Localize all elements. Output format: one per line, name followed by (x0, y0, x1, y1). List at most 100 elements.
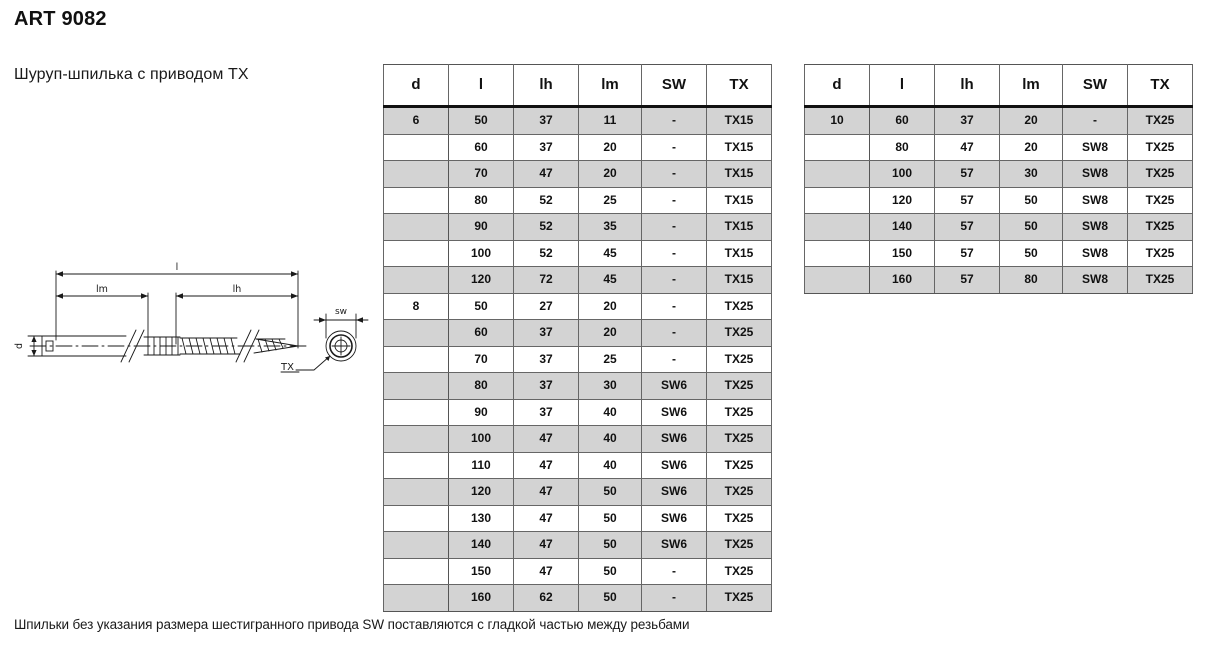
cell-tx: TX25 (1127, 186, 1193, 214)
cell-lm: 50 (999, 213, 1063, 241)
cell-lh: 57 (934, 213, 1000, 241)
cell-lh: 47 (513, 557, 579, 585)
dim-arrow-sw-right (356, 317, 363, 323)
cell-sw: - (641, 584, 707, 612)
cell-sw: - (641, 557, 707, 585)
cell-l: 160 (869, 266, 935, 294)
cell-tx: TX25 (1127, 213, 1193, 241)
cell-tx: TX25 (706, 531, 772, 559)
cell-l: 60 (448, 133, 514, 161)
cell-lm: 45 (578, 266, 642, 294)
cell-lh: 27 (513, 292, 579, 320)
cell-d (383, 266, 449, 294)
cell-l: 120 (448, 266, 514, 294)
cell-tx: TX15 (706, 239, 772, 267)
cell-lm: 80 (999, 266, 1063, 294)
cell-d (383, 557, 449, 585)
cell-l: 80 (448, 186, 514, 214)
cell-tx: TX15 (706, 106, 772, 135)
cell-lh: 47 (513, 451, 579, 479)
screw-diagram-svg: l lm lh d sw TX (14, 262, 369, 373)
label-lm: lm (96, 284, 108, 295)
cell-lm: 20 (999, 133, 1063, 161)
cell-lm: 25 (578, 186, 642, 214)
cell-d (383, 398, 449, 426)
cell-lh: 57 (934, 266, 1000, 294)
dim-arrow-l-left (56, 271, 63, 277)
cell-sw: - (641, 266, 707, 294)
cell-sw: - (1062, 106, 1128, 135)
cell-lh: 37 (513, 133, 579, 161)
cell-lh: 47 (513, 425, 579, 453)
product-technical-drawing: l lm lh d sw TX (8, 252, 388, 402)
cell-l: 70 (448, 160, 514, 188)
cell-l: 110 (448, 451, 514, 479)
cell-l: 140 (869, 213, 935, 241)
tx-leader-arrow (325, 356, 330, 361)
cell-d (804, 239, 870, 267)
cell-sw: - (641, 239, 707, 267)
cell-tx: TX25 (1127, 160, 1193, 188)
cell-tx: TX25 (706, 557, 772, 585)
cell-d (383, 213, 449, 241)
cell-sw: - (641, 106, 707, 135)
cell-d (383, 372, 449, 400)
cell-lm: 40 (578, 398, 642, 426)
cell-d (383, 319, 449, 347)
cell-d (804, 133, 870, 161)
cell-sw: - (641, 160, 707, 188)
cell-lm: 50 (999, 239, 1063, 267)
cell-d (383, 451, 449, 479)
cell-l: 120 (448, 478, 514, 506)
cell-tx: TX25 (706, 319, 772, 347)
cell-l: 90 (448, 213, 514, 241)
cell-tx: TX15 (706, 266, 772, 294)
cell-lm: 50 (578, 504, 642, 532)
cell-d (383, 160, 449, 188)
cell-l: 140 (448, 531, 514, 559)
dim-arrow-lm-left (56, 293, 63, 299)
label-lh: lh (233, 284, 242, 295)
cell-l: 120 (869, 186, 935, 214)
cell-sw: - (641, 292, 707, 320)
cell-lm: 35 (578, 213, 642, 241)
cell-lh: 52 (513, 186, 579, 214)
cell-tx: TX15 (706, 160, 772, 188)
cell-l: 150 (448, 557, 514, 585)
cell-sw: SW6 (641, 372, 707, 400)
cell-d (383, 425, 449, 453)
head-outer-circle (325, 330, 357, 362)
cell-sw: - (641, 213, 707, 241)
label-l: l (176, 262, 179, 273)
cell-tx: TX25 (1127, 106, 1193, 135)
cell-lm: 40 (578, 451, 642, 479)
column-header-lh: lh (934, 64, 1000, 108)
cell-lm: 50 (578, 531, 642, 559)
page-subtitle: Шуруп-шпилька с приводом TX (14, 66, 249, 83)
cell-d (383, 584, 449, 612)
cell-sw: SW6 (641, 398, 707, 426)
cell-tx: TX25 (706, 372, 772, 400)
cell-lh: 37 (513, 372, 579, 400)
cell-lh: 57 (934, 160, 1000, 188)
cell-sw: SW8 (1062, 160, 1128, 188)
dim-arrow-lh-left (176, 293, 183, 299)
cell-sw: SW6 (641, 451, 707, 479)
cell-d: 6 (383, 106, 449, 135)
column-header-l: l (869, 64, 935, 108)
